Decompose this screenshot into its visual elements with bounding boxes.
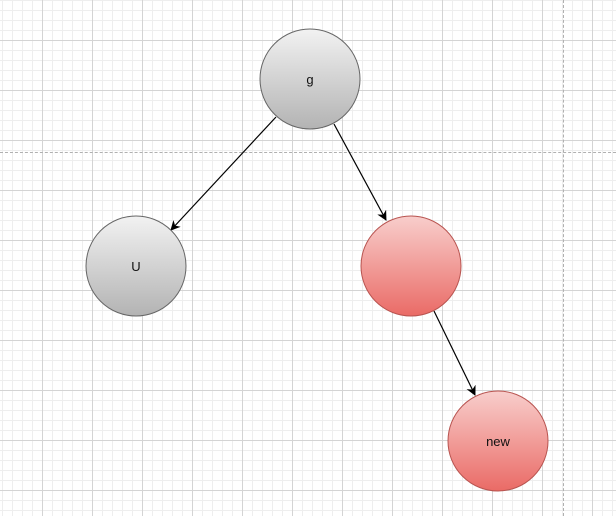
edges: [170, 116, 476, 396]
node-u-circle[interactable]: [85, 215, 187, 317]
edge-g-to-u[interactable]: [170, 116, 277, 231]
node-g-circle[interactable]: [259, 28, 361, 130]
node-u-label: U: [131, 259, 140, 274]
node-parent-circle[interactable]: [360, 215, 462, 317]
edge-g-to-p[interactable]: [333, 123, 387, 221]
node-g-label: g: [306, 72, 313, 87]
page-break-horizontal: [0, 152, 616, 153]
page-break-vertical: [563, 0, 564, 516]
node-new-label: new: [486, 434, 510, 449]
node-new-circle[interactable]: [447, 390, 549, 492]
node-g[interactable]: g: [259, 28, 361, 130]
node-parent[interactable]: [360, 215, 462, 317]
edge-p-to-new[interactable]: [433, 310, 476, 396]
node-new[interactable]: new: [447, 390, 549, 492]
node-u[interactable]: U: [85, 215, 187, 317]
